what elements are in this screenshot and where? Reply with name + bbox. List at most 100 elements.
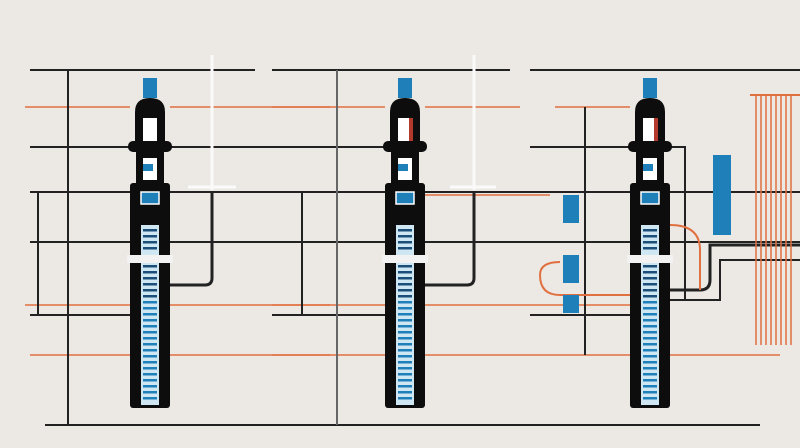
scale-tick <box>143 331 157 334</box>
cable <box>425 192 476 287</box>
scale-tick <box>143 373 157 376</box>
scale-tick <box>643 391 657 394</box>
scale-tick <box>643 313 657 316</box>
scale-tick <box>643 361 657 364</box>
clamp-band <box>127 255 173 263</box>
blue-cap <box>643 78 657 98</box>
scale-tick <box>643 367 657 370</box>
scale-tick <box>143 379 157 382</box>
scale-tick <box>143 367 157 370</box>
scale-tick <box>143 337 157 340</box>
scale-tick <box>643 277 657 280</box>
scale-tick <box>143 325 157 328</box>
scale-tick <box>643 247 657 250</box>
scale-tick <box>643 241 657 244</box>
scale-tick <box>643 301 657 304</box>
loop-window <box>398 118 412 142</box>
scale-tick <box>143 289 157 292</box>
red-accent <box>409 118 413 142</box>
scale-tick <box>643 397 657 400</box>
collar <box>383 141 427 152</box>
scale-tick <box>398 337 412 340</box>
clamp-band <box>382 255 428 263</box>
scale-tick <box>398 379 412 382</box>
scale-tick <box>398 301 412 304</box>
scale-tick <box>143 301 157 304</box>
right-gauge <box>627 78 673 408</box>
collar <box>628 141 672 152</box>
neck-indicator <box>143 164 153 171</box>
scale-tick <box>643 373 657 376</box>
scale-tick <box>143 229 157 232</box>
scale-tick <box>143 283 157 286</box>
scale-tick <box>398 241 412 244</box>
orange-cable <box>538 261 630 296</box>
left-gauge <box>127 78 173 408</box>
scale-tick <box>143 277 157 280</box>
scale-tick <box>143 343 157 346</box>
scale-tick <box>643 229 657 232</box>
loop-window <box>643 118 657 142</box>
orange-cable <box>669 224 701 290</box>
scale-tick <box>143 349 157 352</box>
blue-cap <box>398 78 412 98</box>
scale-tick <box>643 271 657 274</box>
scale-tick <box>398 313 412 316</box>
blue-cap <box>143 78 157 98</box>
blue-block <box>713 155 731 235</box>
scale-tick <box>398 355 412 358</box>
loop-window <box>143 118 157 142</box>
scale-tick <box>143 241 157 244</box>
scale-tick <box>643 265 657 268</box>
middle-gauge <box>382 78 428 408</box>
scale-tick <box>643 343 657 346</box>
scale-tick <box>643 331 657 334</box>
neck-indicator <box>398 164 408 171</box>
scale-tick <box>143 313 157 316</box>
scale-tick <box>398 385 412 388</box>
scale-tick <box>143 361 157 364</box>
scale-tick <box>143 247 157 250</box>
scale-tick <box>398 235 412 238</box>
scale-tick <box>398 229 412 232</box>
clamp-band <box>627 255 673 263</box>
scale-tick <box>643 379 657 382</box>
scale-tick <box>398 277 412 280</box>
scale-tick <box>398 247 412 250</box>
scale-tick <box>643 325 657 328</box>
scale-tick <box>398 289 412 292</box>
scale-tick <box>143 265 157 268</box>
scale-tick <box>398 307 412 310</box>
scale-tick <box>398 271 412 274</box>
cable <box>170 192 214 287</box>
scale-tick <box>143 307 157 310</box>
scale-tick <box>398 397 412 400</box>
scale-tick <box>398 391 412 394</box>
scale-tick <box>143 295 157 298</box>
display-window <box>640 191 660 205</box>
scale-tick <box>643 289 657 292</box>
scale-tick <box>643 349 657 352</box>
display-window <box>395 191 415 205</box>
scale-tick <box>643 319 657 322</box>
scale-tick <box>398 295 412 298</box>
scale-tick <box>643 283 657 286</box>
scale-tick <box>398 265 412 268</box>
scale-tick <box>643 355 657 358</box>
red-accent <box>654 118 658 142</box>
scale-tick <box>143 397 157 400</box>
scale-tick <box>398 343 412 346</box>
blue-block <box>563 195 579 223</box>
scale-tick <box>643 235 657 238</box>
scale-tick <box>643 337 657 340</box>
collar <box>128 141 172 152</box>
scale-tick <box>643 295 657 298</box>
cable <box>670 259 800 301</box>
scale-tick <box>643 385 657 388</box>
scale-tick <box>398 283 412 286</box>
scale-tick <box>398 361 412 364</box>
scale-tick <box>143 271 157 274</box>
neck-indicator <box>643 164 653 171</box>
scale-tick <box>398 349 412 352</box>
